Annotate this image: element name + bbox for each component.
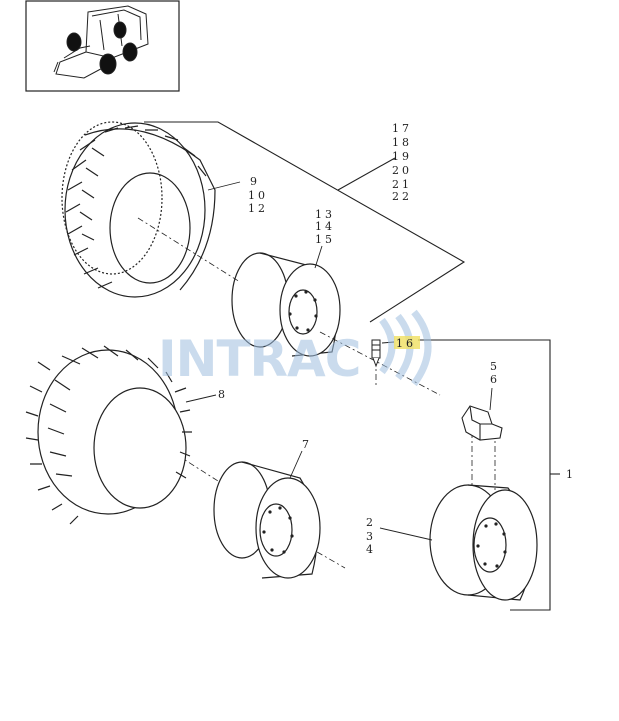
label-6: 6 [490, 373, 500, 386]
valve-stem[interactable] [371, 339, 381, 368]
assembly-bracket-right [418, 339, 560, 611]
label-9: 9 [250, 175, 260, 188]
label-10: 10 [248, 189, 268, 202]
label-16: 16 [396, 337, 416, 350]
label-20: 20 [392, 164, 412, 177]
label-15: 15 [315, 233, 335, 246]
label-13: 13 [315, 208, 335, 221]
label-18: 18 [392, 136, 412, 149]
group-bracket-top [144, 121, 466, 323]
rim-lower[interactable] [213, 461, 321, 579]
wheel-assembly-right[interactable] [429, 484, 538, 601]
label-7: 7 [302, 438, 312, 451]
label-12: 12 [248, 202, 268, 215]
label-16-highlight [394, 336, 420, 349]
wheel-weight-bracket[interactable] [461, 405, 503, 441]
svg-text:INTRAC: INTRAC [158, 330, 360, 388]
label-19: 19 [392, 150, 412, 163]
label-3: 3 [366, 530, 376, 543]
label-17: 17 [392, 122, 412, 135]
label-14: 14 [315, 220, 335, 233]
rim-upper[interactable] [231, 252, 341, 357]
label-1: 1 [566, 468, 576, 481]
label-22: 22 [392, 190, 412, 203]
label-4: 4 [366, 543, 376, 556]
skid-steer-loader-icon [53, 5, 149, 79]
thumbnail-machine-view[interactable] [25, 0, 180, 92]
label-21: 21 [392, 178, 412, 191]
label-8: 8 [218, 388, 228, 401]
callout-labels: 17 18 19 20 21 22 9 10 12 13 14 15 16 8 … [218, 122, 576, 556]
label-5: 5 [490, 360, 500, 373]
tire-agricultural[interactable] [25, 345, 192, 525]
tire-turf[interactable] [61, 121, 216, 298]
label-2: 2 [366, 516, 376, 529]
